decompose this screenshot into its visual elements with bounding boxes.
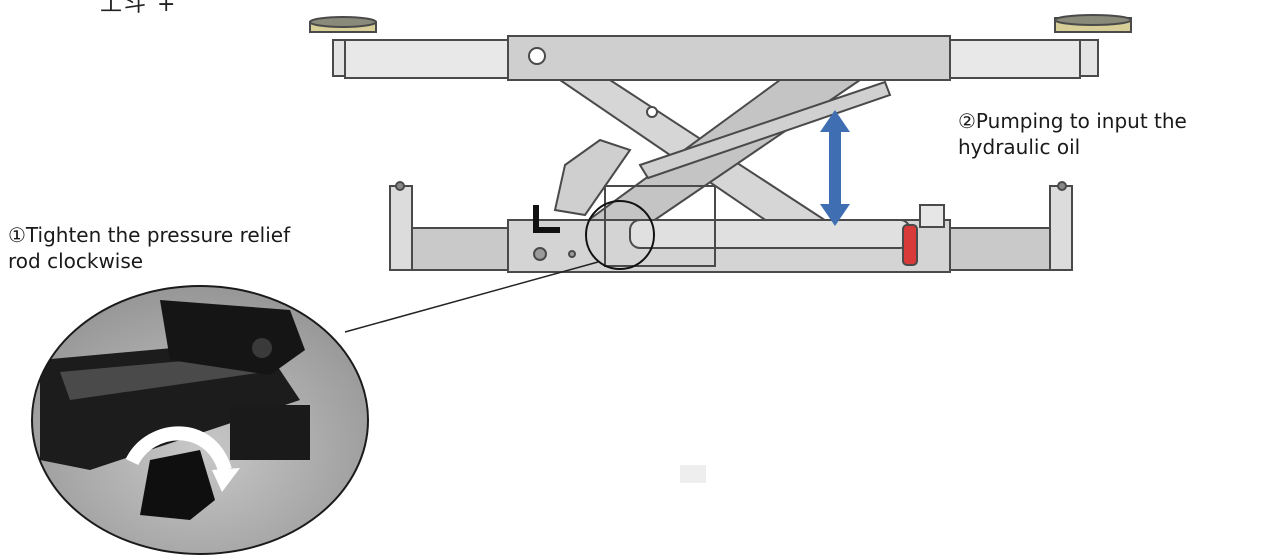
- handle-bracket: [604, 185, 716, 267]
- release-lever: [533, 205, 560, 233]
- right-post: [1049, 185, 1073, 271]
- clockwise-arrow-icon: [125, 426, 232, 473]
- left-post-cap: [395, 181, 405, 191]
- left-arm: [344, 39, 511, 79]
- pump-cylinder: [629, 219, 911, 249]
- step1-line2: rod clockwise: [8, 249, 144, 273]
- hydraulic-ram: [638, 80, 892, 180]
- base-hole-2: [568, 250, 576, 258]
- base-left-extension: [411, 227, 513, 271]
- top-platform: [309, 14, 1132, 81]
- center-beam: [507, 35, 951, 81]
- inset-bolt: [252, 338, 272, 358]
- base-hole-1: [533, 247, 547, 261]
- detail-inset-border: [31, 285, 369, 555]
- inset-relief-knob: [140, 450, 215, 520]
- detail-marker-circle: [585, 200, 655, 270]
- scissor-pivot: [646, 106, 658, 118]
- step2-label: ②Pumping to input the hydraulic oil: [958, 108, 1187, 160]
- step1-label: ①Tighten the pressure relief rod clockwi…: [8, 222, 290, 274]
- ram-cylinder: [553, 138, 632, 217]
- step1-line1: ①Tighten the pressure relief: [8, 223, 291, 247]
- leader-line: [344, 261, 599, 333]
- detail-inset: [32, 286, 368, 554]
- left-post: [389, 185, 413, 271]
- inset-top-block: [160, 300, 305, 375]
- header-fragment: 工斗 +: [100, 0, 178, 17]
- clockwise-arrow-head: [212, 468, 240, 492]
- beam-hole: [528, 47, 546, 65]
- step2-line2: hydraulic oil: [958, 135, 1081, 159]
- right-post-cap: [1057, 181, 1067, 191]
- step2-line1: ②Pumping to input the: [958, 109, 1187, 133]
- inset-lower-block: [230, 405, 310, 460]
- red-valve: [902, 224, 918, 266]
- base-frame: [389, 181, 1073, 273]
- artifact-swatch: [680, 465, 706, 483]
- valve-block: [919, 204, 945, 228]
- right-arm: [947, 39, 1081, 79]
- up-down-arrow-icon: [820, 110, 850, 226]
- base-right-extension: [947, 227, 1059, 271]
